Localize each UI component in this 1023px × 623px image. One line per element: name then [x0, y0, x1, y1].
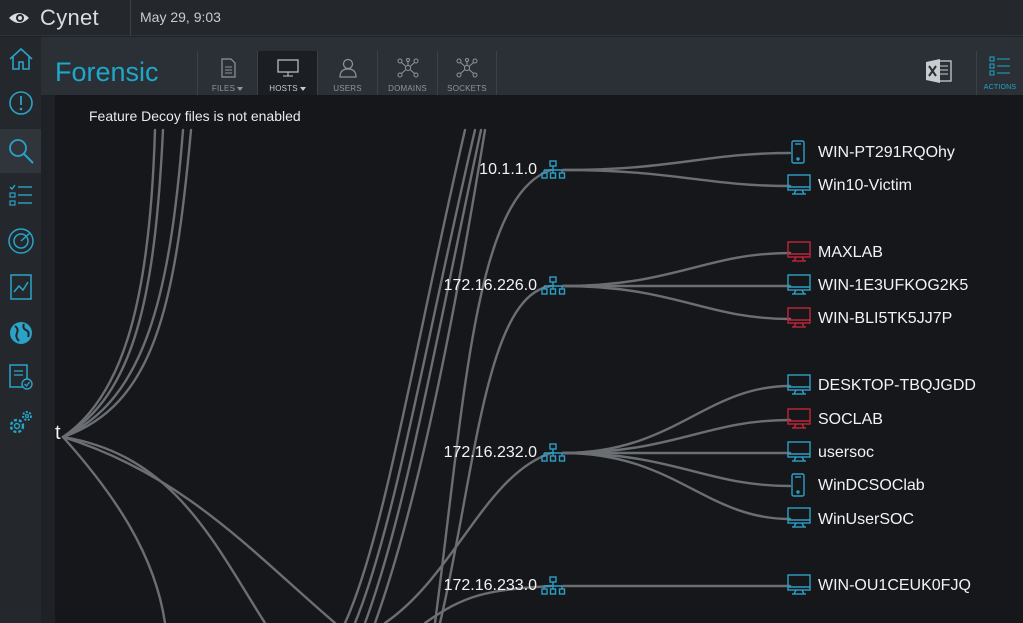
host-label[interactable]: WIN-OU1CEUK0FJQ [818, 577, 971, 594]
page-header: Forensic FILES HOSTS USERS DOMAINS SOCKE… [41, 37, 1023, 95]
sidebar-item-globe[interactable] [0, 311, 41, 355]
tab-sockets[interactable]: SOCKETS [437, 51, 497, 95]
sidebar-item-radar[interactable] [0, 219, 41, 263]
page-title: Forensic [55, 57, 159, 87]
tab-users[interactable]: USERS [317, 51, 377, 95]
desktop-icon[interactable] [787, 374, 811, 395]
desktop-alert-icon[interactable] [787, 241, 811, 262]
radar-icon [7, 228, 34, 254]
tab-files[interactable]: FILES [197, 51, 257, 95]
desktop-alert-icon[interactable] [787, 307, 811, 328]
graph-edges [61, 128, 811, 623]
host-label[interactable]: usersoc [818, 444, 875, 461]
brand-name: Cynet [40, 5, 99, 30]
host-label[interactable]: WIN-PT291RQOhy [818, 144, 955, 161]
entity-tabs: FILES HOSTS USERS DOMAINS SOCKETS [197, 51, 497, 95]
document-check-icon [8, 364, 33, 390]
checklist-icon [989, 56, 1010, 76]
desktop-icon[interactable] [787, 507, 811, 528]
sidebar-item-alerts[interactable] [0, 81, 41, 125]
export-excel-button[interactable] [925, 57, 953, 85]
feature-notice: Feature Decoy files is not enabled [89, 108, 301, 124]
sidebar-item-tasks[interactable] [0, 173, 41, 217]
host-label[interactable]: WIN-BLI5TK5JJ7P [818, 310, 953, 327]
mobile-device-icon[interactable] [791, 140, 805, 164]
globe-icon [9, 322, 32, 344]
settings-icon [9, 411, 32, 434]
alert-icon [8, 91, 33, 115]
network-node-icons [541, 160, 566, 595]
sidebar-item-settings[interactable] [0, 401, 41, 445]
sidebar-item-reports[interactable] [0, 265, 41, 309]
tab-hosts[interactable]: HOSTS [257, 51, 317, 95]
network-icon [397, 58, 418, 78]
cynet-eye-icon [9, 13, 29, 23]
host-label[interactable]: WinDCSOClab [818, 477, 925, 494]
tab-label: SOCKETS [447, 84, 487, 93]
user-icon [338, 58, 357, 78]
actions-label: ACTIONS [983, 84, 1017, 91]
top-bar: Cynet May 29, 9:03 [0, 0, 1023, 36]
tab-label: DOMAINS [388, 84, 427, 93]
monitor-icon [276, 59, 299, 77]
host-label[interactable]: MAXLAB [818, 244, 883, 261]
mobile-device-icon[interactable] [791, 473, 805, 497]
chevron-down-icon [299, 86, 306, 91]
current-date: May 29, 9:03 [140, 9, 221, 25]
search-icon [8, 139, 34, 164]
chevron-down-icon [237, 86, 244, 91]
tab-label: USERS [333, 84, 362, 93]
tab-domains[interactable]: DOMAINS [377, 51, 437, 95]
network-icon[interactable] [541, 276, 566, 295]
sidebar-item-audit[interactable] [0, 355, 41, 399]
report-icon [9, 274, 32, 300]
host-label[interactable]: Win10-Victim [818, 177, 912, 194]
home-icon [8, 47, 33, 70]
sidebar-item-forensic[interactable] [0, 129, 41, 173]
host-label[interactable]: DESKTOP-TBQJGDD [818, 377, 976, 394]
file-icon [220, 58, 236, 78]
desktop-alert-icon[interactable] [787, 408, 811, 429]
divider [130, 0, 131, 36]
network-icon[interactable] [541, 576, 566, 595]
network-label[interactable]: 172.16.233.0 [443, 577, 537, 594]
sidebar [0, 37, 41, 623]
host-graph-canvas[interactable]: Feature Decoy files is not enabled t 10.… [55, 95, 1023, 623]
desktop-icon[interactable] [787, 441, 811, 462]
sidebar-item-home[interactable] [0, 37, 41, 81]
network-label[interactable]: 172.16.226.0 [443, 277, 537, 294]
network-icon[interactable] [541, 160, 566, 179]
host-label[interactable]: SOCLAB [818, 411, 883, 428]
tab-label: HOSTS [269, 84, 298, 93]
desktop-icon[interactable] [787, 174, 811, 195]
actions-button[interactable]: ACTIONS [976, 51, 1023, 95]
desktop-icon[interactable] [787, 274, 811, 295]
checklist-icon [8, 184, 32, 206]
desktop-icon[interactable] [787, 574, 811, 595]
network-label[interactable]: 172.16.232.0 [443, 444, 537, 461]
network-icon[interactable] [541, 443, 566, 462]
root-node-label[interactable]: t [55, 422, 61, 444]
network-label[interactable]: 10.1.1.0 [479, 161, 537, 178]
excel-icon [926, 59, 952, 83]
host-label[interactable]: WIN-1E3UFKOG2K5 [818, 277, 969, 294]
host-label[interactable]: WinUserSOC [818, 511, 915, 528]
cynet-logo[interactable]: Cynet [8, 0, 112, 36]
network-icon [456, 58, 478, 78]
tab-label: FILES [211, 84, 236, 93]
